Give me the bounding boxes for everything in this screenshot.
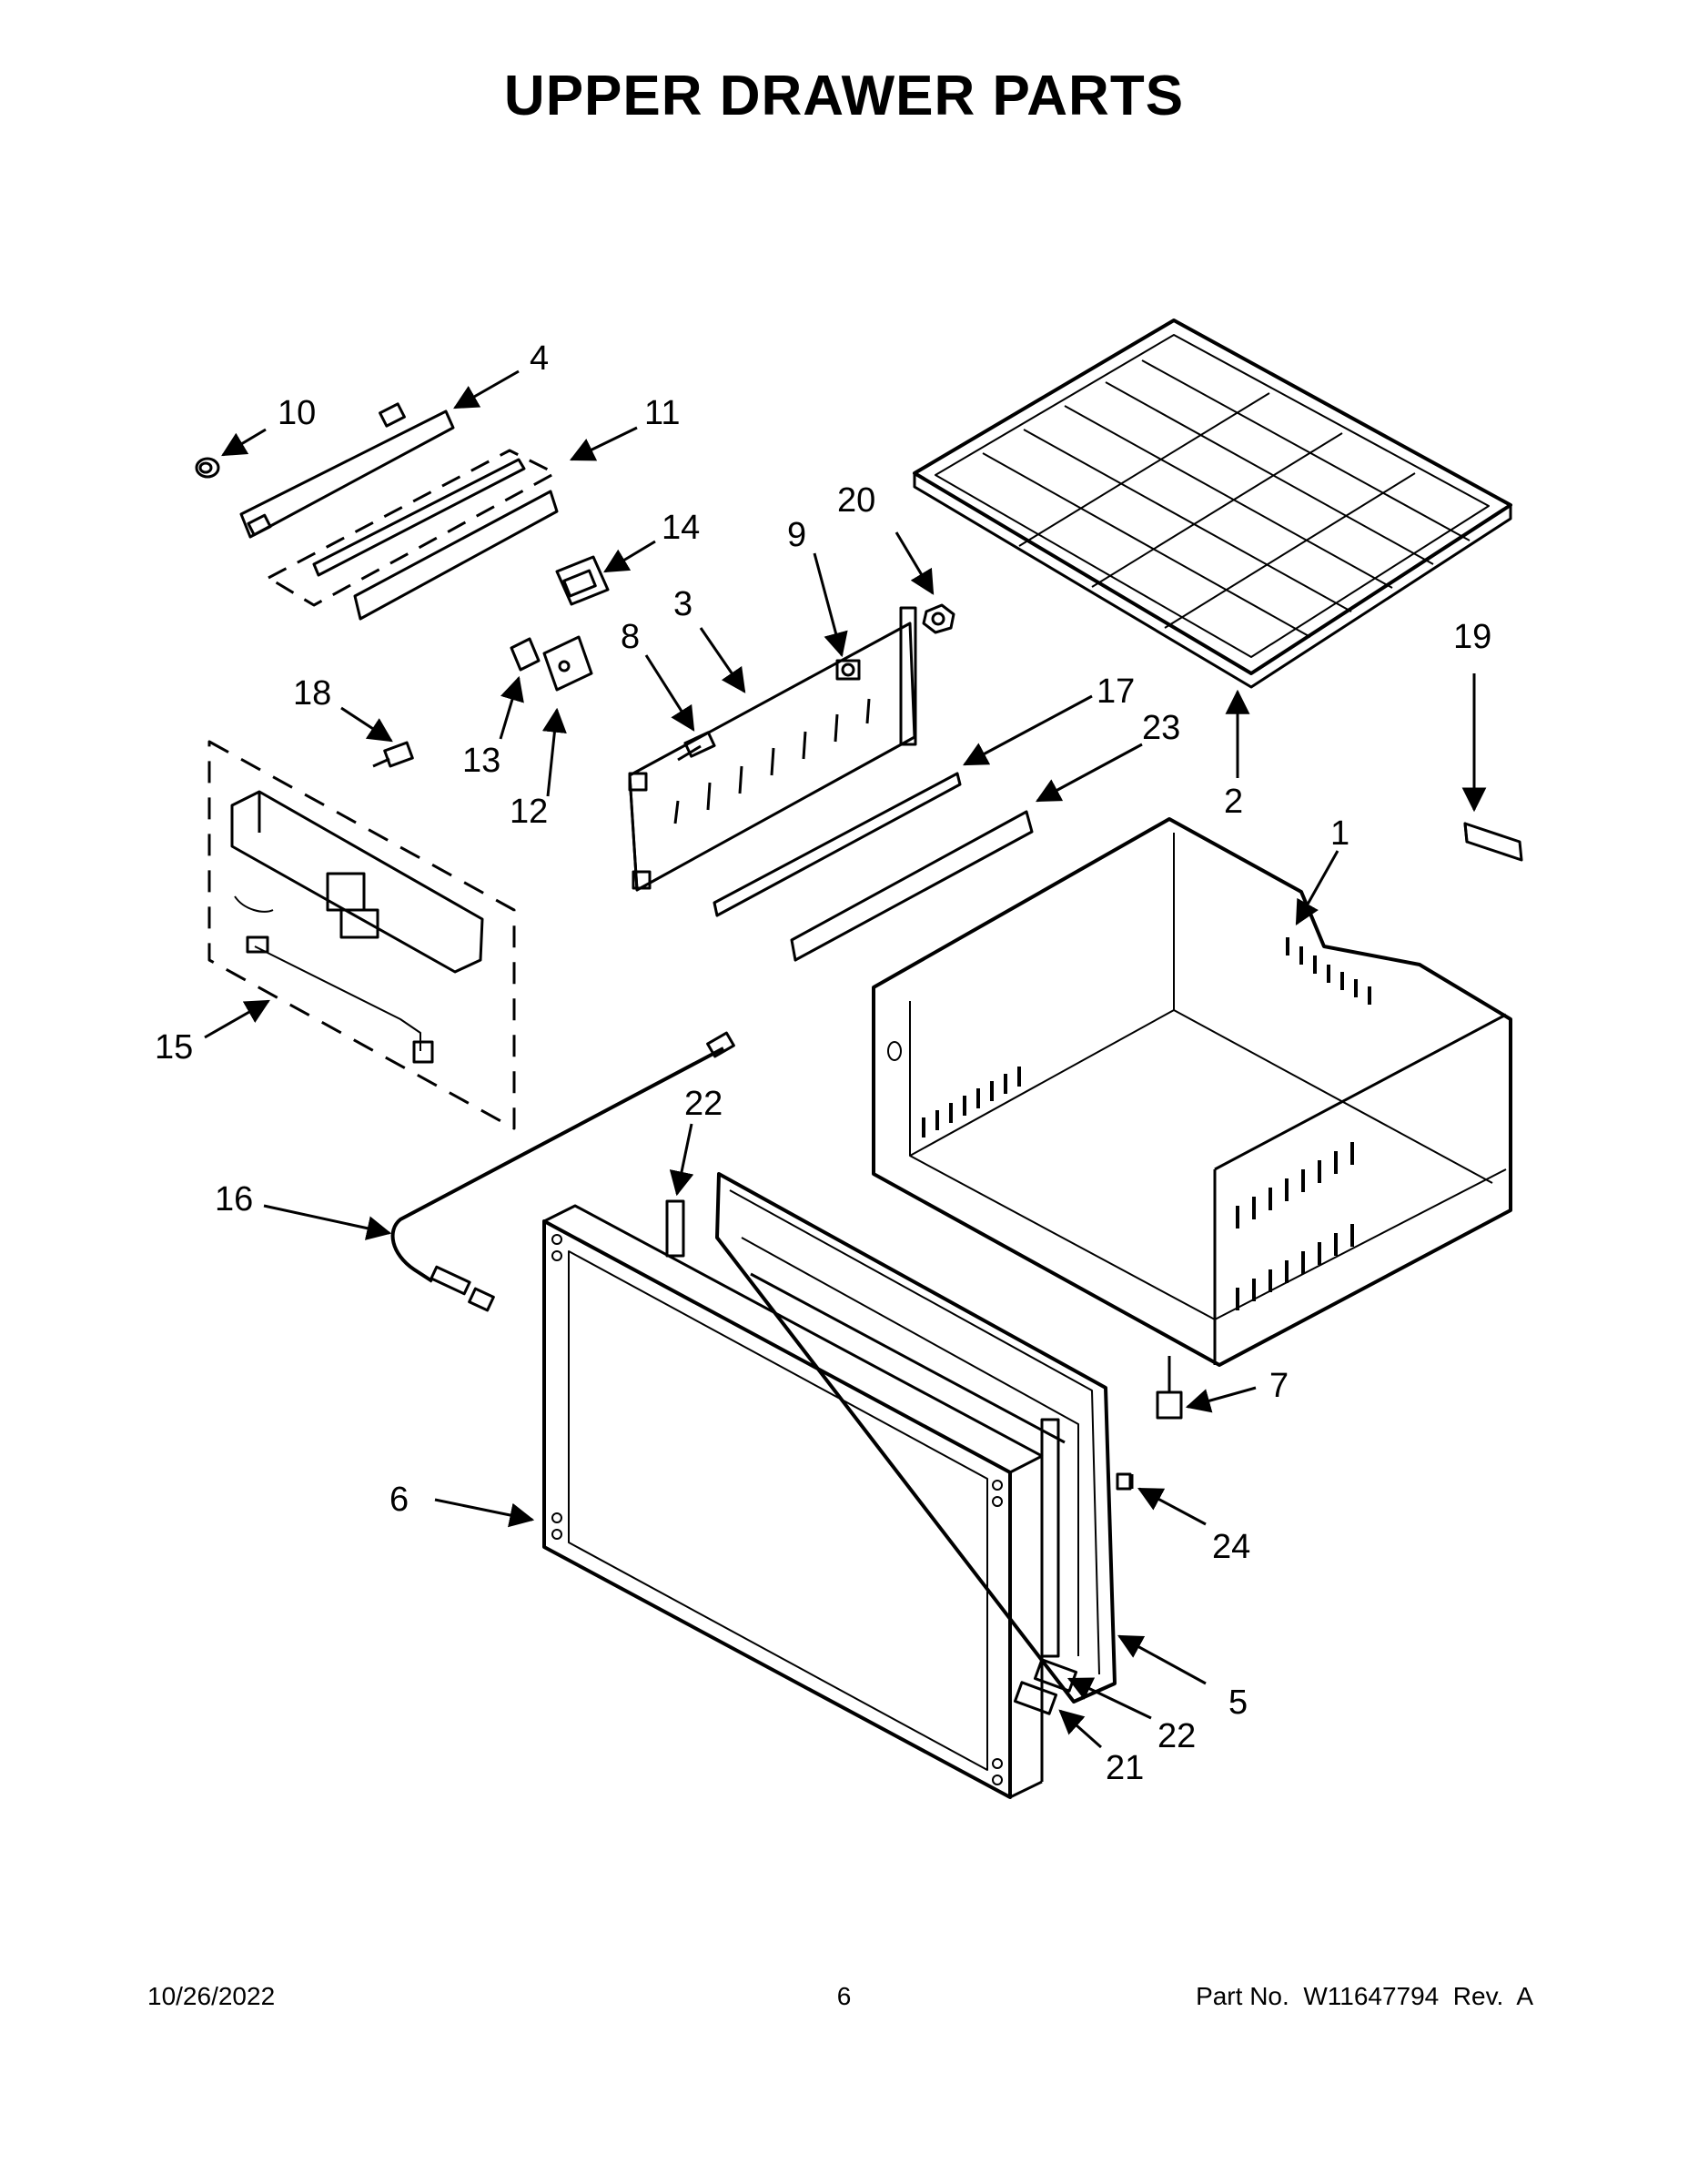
part-1-drawer	[872, 817, 1512, 1367]
part-4-rail	[239, 402, 455, 539]
callout-17: 17	[1097, 672, 1135, 711]
part-7-screw	[1156, 1356, 1183, 1420]
part-2-shelf	[913, 318, 1512, 689]
callout-18: 18	[293, 674, 331, 713]
callout-3: 3	[673, 585, 692, 623]
footer-date: 10/26/2022	[147, 1982, 276, 2010]
callout-6: 6	[389, 1481, 409, 1519]
callout-15: 15	[155, 1028, 193, 1067]
callout-2: 2	[1224, 783, 1243, 821]
callout-10: 10	[278, 394, 316, 432]
part-18-screw	[372, 741, 414, 768]
callout-20: 20	[837, 481, 875, 520]
part-12-clip	[542, 635, 593, 692]
part-8-screw	[677, 731, 716, 762]
callout-labels: 4 10 11 14 3 9 20 8 17 23 2 19 1 18 13 1…	[155, 339, 1491, 1787]
callout-21: 21	[1106, 1749, 1144, 1787]
callout-12: 12	[510, 793, 548, 831]
part-14-clip	[555, 555, 610, 606]
part-21-gasket-end	[1013, 1681, 1058, 1715]
part-15-control-assembly	[207, 740, 516, 1130]
callout-8: 8	[621, 618, 640, 656]
part-13-clip	[510, 637, 541, 672]
callout-16: 16	[215, 1180, 253, 1218]
page-title: UPPER DRAWER PARTS	[503, 65, 1185, 127]
part-24-spacer	[1116, 1472, 1134, 1491]
callout-9: 9	[787, 516, 806, 554]
callout-5: 5	[1228, 1684, 1248, 1722]
part-11-rail-assembly	[267, 449, 559, 621]
callout-11: 11	[644, 394, 680, 432]
footer-part-info: Part No. W11647794 Rev. A	[1196, 1982, 1533, 2010]
part-10-bumper	[195, 457, 220, 479]
callout-4: 4	[530, 339, 549, 378]
part-20-nut	[922, 603, 955, 634]
callout-1: 1	[1330, 814, 1349, 853]
footer-page-number: 6	[836, 1982, 852, 2010]
part-23-strip	[790, 810, 1034, 962]
part-5-gasket	[715, 1172, 1117, 1704]
callout-7: 7	[1269, 1367, 1289, 1405]
callout-14: 14	[662, 509, 700, 547]
callout-22-lower: 22	[1157, 1717, 1196, 1755]
part-19-clip	[1463, 822, 1523, 862]
part-17-strip	[713, 772, 962, 917]
part-6-drawer-front	[542, 1204, 1044, 1799]
part-16-wire-harness	[390, 1031, 735, 1312]
callout-24: 24	[1212, 1528, 1250, 1566]
callout-23: 23	[1142, 709, 1180, 747]
callout-13: 13	[462, 742, 500, 780]
callout-19: 19	[1453, 618, 1491, 656]
part-22-gasket-end-upper	[665, 1199, 685, 1258]
part-3-panel	[628, 606, 917, 892]
part-9-screw	[835, 659, 861, 681]
leader-arrows	[204, 369, 1487, 1749]
callout-22-upper: 22	[684, 1085, 723, 1123]
